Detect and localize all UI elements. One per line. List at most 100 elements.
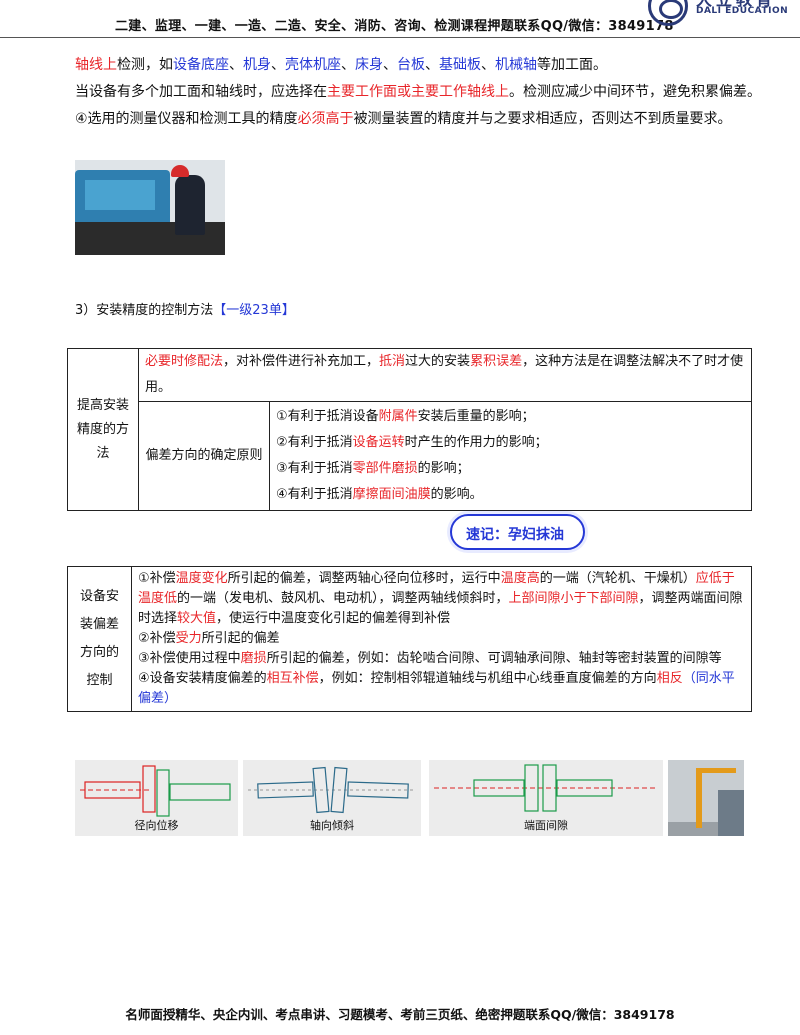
radial-shaft-right <box>169 783 231 801</box>
text-run: 安装后重量的影响； <box>417 409 535 424</box>
face-diagram-svg <box>434 764 657 812</box>
text-run: 、 <box>341 57 355 73</box>
text-run: 相互补偿 <box>266 671 319 686</box>
text-run: 壳体机座 <box>285 57 341 73</box>
text-run: 的影响。 <box>430 487 483 502</box>
diagram-face-gap: 端面间隙 <box>429 760 663 836</box>
text-run: ①有利于抵消设备 <box>276 409 379 424</box>
text-run: ，这种方法是在调整法解决不了时才使用。 <box>145 354 744 395</box>
caption-radial: 径向位移 <box>134 819 179 832</box>
photo2-crane-arm <box>696 768 736 773</box>
text-run: 、 <box>383 57 397 73</box>
text-run: 的影响； <box>417 461 470 476</box>
radial-coupling-right <box>156 769 170 817</box>
caption-axial: 轴向倾斜 <box>310 819 354 832</box>
text-run: 所引起的偏差 <box>201 631 280 646</box>
para-inspection-surfaces: 轴线上检测，如设备底座、机身、壳体机座、床身、台板、基础板、机械轴等加工面。 <box>75 56 607 74</box>
text-run: 过大的安装 <box>405 354 471 369</box>
diagram-radial-displacement: 径向位移 <box>75 760 238 836</box>
face-shaft-right <box>556 779 613 797</box>
table2-items: ①补偿温度变化所引起的偏差，调整两轴心径向位移时，运行中温度高的一端（汽轮机、干… <box>131 566 752 712</box>
photo2-shelf <box>718 790 744 836</box>
text-run: 主要工作面或主要工作轴线上 <box>327 84 509 100</box>
axial-shaft-left <box>257 781 314 799</box>
text-run: 机身 <box>243 57 271 73</box>
brand-logo: 大立教育 DALI EDUCATION <box>648 0 798 26</box>
text-run: 的一端（发电机、鼓风机、电动机），调整两轴线倾斜时， <box>177 591 509 606</box>
text-run: 、 <box>481 57 495 73</box>
table1-items: ①有利于抵消设备附属件安装后重量的影响； ②有利于抵消设备运转时产生的作用力的影… <box>269 401 752 511</box>
text-run: 抵消 <box>379 354 406 369</box>
table-deviation-direction: 设备安装偏差方向的控制 ①补偿温度变化所引起的偏差，调整两轴心径向位移时，运行中… <box>67 566 752 712</box>
text-run: ②补偿 <box>138 631 176 646</box>
table1-item: ③有利于抵消零部件磨损的影响； <box>276 456 745 482</box>
text-run: 累积误差 <box>470 354 523 369</box>
text-run: 必要时修配法 <box>145 354 224 369</box>
text-run: 台板 <box>397 57 425 73</box>
text-run: ①补偿 <box>138 571 176 586</box>
text-run: ，对补偿件进行补充加工， <box>223 354 380 369</box>
text-run: 所引起的偏差，例如：齿轮啮合间隙、可调轴承间隙、轴封等密封装置的间隙等 <box>266 651 722 666</box>
photo2-crane-pillar <box>696 768 702 828</box>
text-run: 较大值 <box>177 611 217 626</box>
text-run: 温度变化 <box>175 571 228 586</box>
text-run: 轴线上 <box>75 57 117 73</box>
text-run: 必须高于 <box>297 111 354 127</box>
memo-cloud: 速记：孕妇抹油 <box>450 514 585 550</box>
text-run: 摩擦面间油膜 <box>352 487 431 502</box>
text-run: 、 <box>229 57 243 73</box>
text-run: 的一端（汽轮机、干燥机） <box>539 571 696 586</box>
text-run: ④选用的测量仪器和检测工具的精度 <box>75 111 298 127</box>
axial-coupling-left <box>312 766 330 814</box>
text-run: 应低于温度低 <box>138 571 735 606</box>
radial-diagram-svg <box>80 765 231 817</box>
table-improve-precision: 提高安装精度的方法 必要时修配法，对补偿件进行补充加工，抵消过大的安装累积误差，… <box>67 348 752 511</box>
table2-item: ④设备安装精度偏差的相互补偿，例如：控制相邻辊道轴线与机组中心线垂直度偏差的方向… <box>138 669 745 709</box>
text-run: ③补偿使用过程中 <box>138 651 241 666</box>
text-run: 当设备有多个加工面和轴线时，应选择在 <box>75 84 327 100</box>
photo-machine-detail <box>85 180 155 210</box>
text-run: 上部间隙小于下部间隙 <box>508 591 639 606</box>
text-run: 受力 <box>175 631 202 646</box>
text-run: 床身 <box>355 57 383 73</box>
text-run: 机械轴 <box>495 57 537 73</box>
text-run: 相反 <box>656 671 683 686</box>
text-run: 检测，如 <box>117 57 173 73</box>
text-run: （同水平偏差） <box>138 671 735 706</box>
text-run: ②有利于抵消 <box>276 435 353 450</box>
face-shaft-left <box>473 779 525 797</box>
radial-coupling-left <box>142 765 156 813</box>
table2-label: 设备安装偏差方向的控制 <box>67 566 132 712</box>
table2-item: ①补偿温度变化所引起的偏差，调整两轴心径向位移时，运行中温度高的一端（汽轮机、干… <box>138 569 745 629</box>
text-run: 、 <box>425 57 439 73</box>
logo-cn: 大立教育 <box>696 0 776 10</box>
table2-item: ③补偿使用过程中磨损所引起的偏差，例如：齿轮啮合间隙、可调轴承间隙、轴封等密封装… <box>138 649 745 669</box>
text-run: ③有利于抵消 <box>276 461 353 476</box>
axial-shaft-right <box>347 781 409 799</box>
text-run: ，例如：控制相邻辊道轴线与机组中心线垂直度偏差的方向 <box>318 671 657 686</box>
text-run: 设备运转 <box>352 435 405 450</box>
para-instrument-precision: ④选用的测量仪器和检测工具的精度必须高于被测量装置的精度并与之要求相适应，否则达… <box>75 110 732 128</box>
table1-item: ④有利于抵消摩擦面间油膜的影响。 <box>276 482 745 508</box>
header-contact-text: 二建、监理、一建、一造、二造、安全、消防、咨询、检测课程押题联系QQ/微信：38… <box>115 19 674 34</box>
text-run: 被测量装置的精度并与之要求相适应，否则达不到质量要求。 <box>353 111 732 127</box>
text-run: 时产生的作用力的影响； <box>404 435 548 450</box>
caption-face: 端面间隙 <box>524 819 568 832</box>
table1-top-row: 必要时修配法，对补偿件进行补充加工，抵消过大的安装累积误差，这种方法是在调整法解… <box>138 348 752 402</box>
table1-item: ①有利于抵消设备附属件安装后重量的影响； <box>276 404 745 430</box>
text-run: 、 <box>271 57 285 73</box>
text-run: ，使运行中温度变化引起的偏差得到补偿 <box>216 611 451 626</box>
page-footer: 名师面授精华、央企内训、考点串讲、习题模考、考前三页纸、绝密押题联系QQ/微信：… <box>125 1007 675 1022</box>
face-coupling-right <box>542 764 557 812</box>
text-run: 零部件磨损 <box>352 461 418 476</box>
diagram-axial-tilt: 轴向倾斜 <box>243 760 421 836</box>
table1-item: ②有利于抵消设备运转时产生的作用力的影响； <box>276 430 745 456</box>
text-run: 。检测应减少中间环节，避免积累偏差。 <box>509 84 761 100</box>
text-run: 温度高 <box>500 571 540 586</box>
text-run: ④设备安装精度偏差的 <box>138 671 267 686</box>
inspection-photo <box>75 160 225 255</box>
table1-sub-label: 偏差方向的确定原则 <box>138 401 270 511</box>
text-run: 所引起的偏差，调整两轴心径向位移时，运行中 <box>227 571 501 586</box>
photo-worker <box>175 175 205 235</box>
memo-text: 速记：孕妇抹油 <box>466 527 564 543</box>
